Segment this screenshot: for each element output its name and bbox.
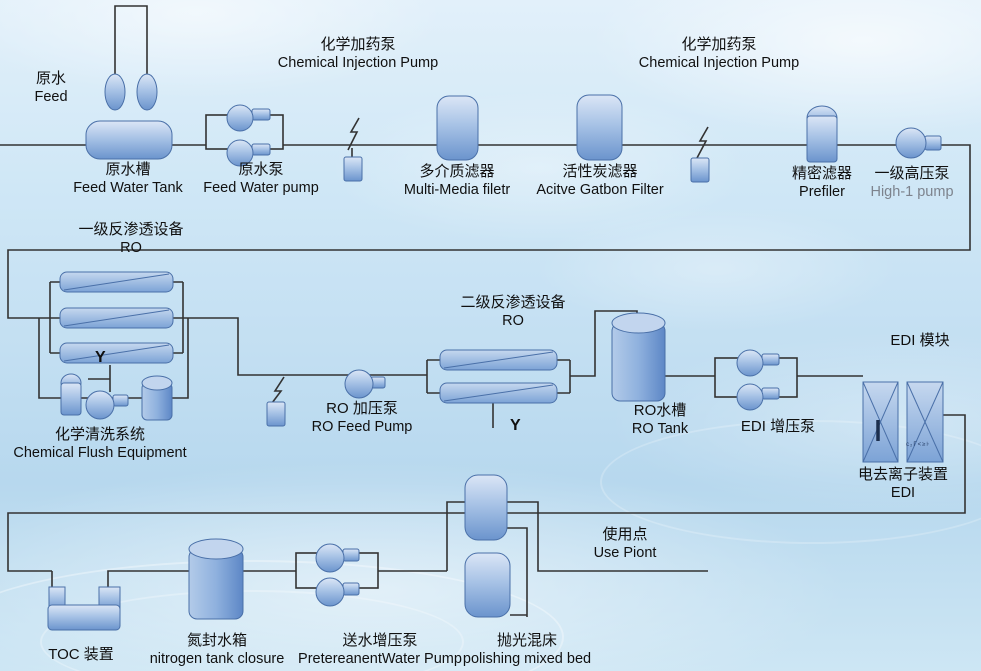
level-gauges xyxy=(104,73,158,111)
label-edi-unit: 电去离子装置 EDI xyxy=(857,466,949,501)
drain-y-symbol-1: Y xyxy=(95,349,106,366)
high-pressure-pump xyxy=(895,127,942,159)
label-carbon-filter: 活性炭滤器 Acitve Gatbon Filter xyxy=(536,163,664,198)
label-high-pump: 一级高压泵 High-1 pump xyxy=(870,165,954,200)
label-ro1: 一级反渗透设备 RO xyxy=(78,221,184,256)
label-feed-pump: 原水泵 Feed Water pump xyxy=(203,161,319,196)
label-chem-inject-1: 化学加药泵 Chemical Injection Pump xyxy=(277,36,439,71)
feed-water-tank xyxy=(85,120,173,160)
label-toc: TOC 装置 xyxy=(48,646,114,663)
mixed-bed-inner-line xyxy=(507,527,528,617)
feed-water-pumps xyxy=(226,104,271,167)
edi-booster-pumps xyxy=(736,349,780,411)
lightning-bolt-icon xyxy=(696,126,709,159)
ro1-outlet-line xyxy=(171,317,427,376)
lightning-bolt-icon xyxy=(271,376,285,404)
chemical-injection-tank-3 xyxy=(266,401,286,427)
transfer-pumps xyxy=(315,543,360,607)
label-ro-feed-pump: RO 加压泵 RO Feed Pump xyxy=(311,400,413,435)
label-ro2: 二级反渗透设备 RO xyxy=(460,294,566,329)
label-chem-inject-2: 化学加药泵 Chemical Injection Pump xyxy=(638,36,800,71)
label-ro-tank: RO水槽 RO Tank xyxy=(631,402,689,437)
label-feed-tank: 原水槽 Feed Water Tank xyxy=(73,161,183,196)
mixed-bed-loop-line xyxy=(446,501,708,572)
toc-device xyxy=(47,586,121,631)
label-edi-module: EDI 模块 xyxy=(890,332,950,349)
toc-outlet-line xyxy=(107,570,189,587)
level-gauge-lines xyxy=(114,5,148,74)
ro2-membranes xyxy=(439,349,558,404)
label-transfer-pump: 送水增压泵 PretereanentWater Pump xyxy=(298,632,462,667)
lightning-bolt-icon xyxy=(347,117,360,157)
ro-feed-pump xyxy=(344,369,386,399)
top-process-line xyxy=(7,144,971,319)
label-feed: 原水 Feed xyxy=(34,70,68,105)
water-ripple xyxy=(600,420,981,544)
drain-y-symbol-2: Y xyxy=(510,417,521,434)
label-nitrogen-tank: 氮封水箱 nitrogen tank closure xyxy=(149,632,285,667)
chemical-flush-unit xyxy=(60,373,173,421)
label-mixed-bed: 抛光混床 polishing mixed bed xyxy=(462,632,592,667)
chemical-injection-tank-1 xyxy=(343,156,363,182)
multi-media-filter-vessel xyxy=(436,95,479,161)
edi-stack xyxy=(862,381,944,463)
label-prefilter: 精密滤器 Prefiler xyxy=(791,165,853,200)
label-chem-flush: 化学清洗系统 Chemical Flush Equipment xyxy=(13,426,187,461)
label-multi-media-filter: 多介质滤器 Multi-Media filetr xyxy=(403,163,511,198)
carbon-filter-vessel xyxy=(576,94,623,161)
ro1-membranes xyxy=(59,271,174,364)
mixed-bed-vessels xyxy=(464,474,511,618)
ro1-drain-line xyxy=(88,365,111,392)
ro-water-tank xyxy=(611,312,666,402)
label-use-point: 使用点 Use Piont xyxy=(593,526,657,561)
chemical-injection-tank-2 xyxy=(690,157,710,183)
nitrogen-tank xyxy=(188,538,244,620)
edi-markings: c₂Γ<≥⊦ xyxy=(906,442,931,448)
precision-filter-vessel xyxy=(806,105,838,163)
label-edi-pump: EDI 增压泵 xyxy=(740,418,816,435)
